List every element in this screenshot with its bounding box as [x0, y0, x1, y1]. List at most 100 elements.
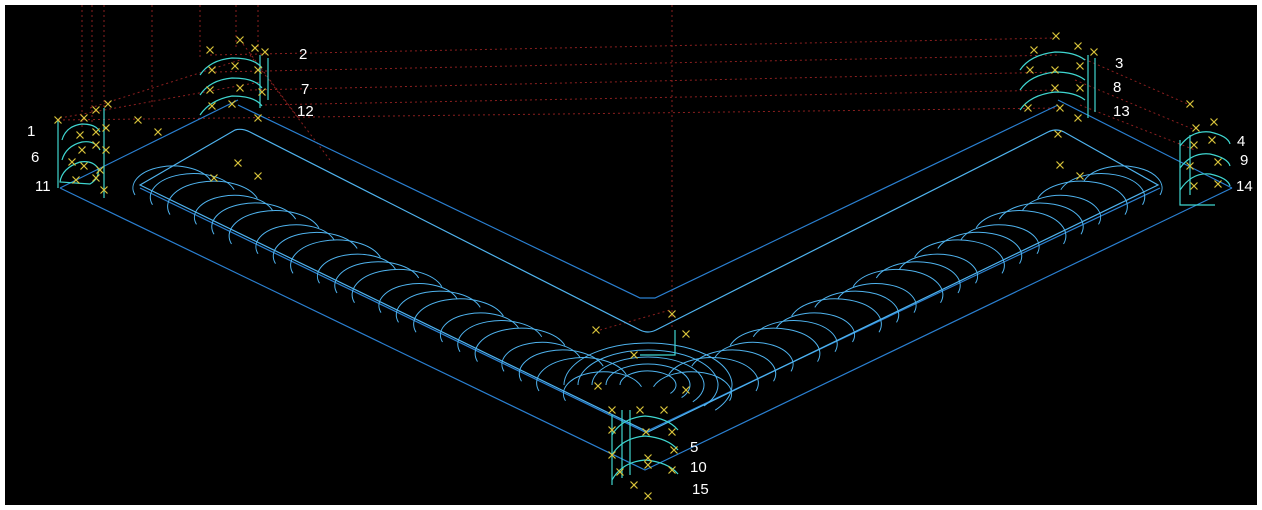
- x-cross-icon: [68, 158, 76, 166]
- toolpath-ring: [668, 357, 759, 392]
- rapid-moves: [57, 5, 1196, 331]
- region-label-1: 1: [27, 123, 35, 140]
- toolpath-ring: [290, 239, 381, 274]
- x-cross-icon: [630, 481, 638, 489]
- x-cross-icon: [608, 426, 616, 434]
- x-cross-icon: [92, 128, 100, 136]
- x-cross-icon: [234, 159, 242, 167]
- x-cross-icon: [1030, 46, 1038, 54]
- toolpath-ring: [395, 290, 481, 323]
- toolpath-ring: [814, 290, 900, 323]
- toolpath-ring: [619, 370, 677, 394]
- x-cross-icon: [100, 186, 108, 194]
- x-cross-icon: [660, 406, 668, 414]
- toolpath-ring: [914, 239, 1005, 274]
- x-cross-icon: [592, 326, 600, 334]
- toolpath-ring: [167, 180, 258, 215]
- x-cross-icon: [261, 48, 269, 56]
- x-cross-icon: [1076, 172, 1084, 180]
- toolpath-ring: [317, 253, 396, 284]
- x-cross-icon: [96, 166, 104, 174]
- toolpath-ring: [228, 210, 320, 245]
- toolpath-scene[interactable]: 1 6 11 2 7 12 3 8 13 4 9 14 5 10 15: [5, 5, 1257, 505]
- region-label-12: 12: [297, 103, 314, 120]
- x-cross-icon: [80, 162, 88, 170]
- toolpath-ring: [518, 349, 604, 382]
- x-cross-icon: [1026, 66, 1034, 74]
- x-cross-icon: [670, 446, 678, 454]
- x-cross-icon: [1186, 162, 1194, 170]
- x-cross-icon: [231, 62, 239, 70]
- toolpath-ring: [975, 210, 1067, 245]
- toolpath-ring: [474, 327, 566, 362]
- cam-3d-viewport[interactable]: 1 6 11 2 7 12 3 8 13 4 9 14 5 10 15: [5, 5, 1257, 505]
- x-cross-icon: [1208, 136, 1216, 144]
- region-label-8: 8: [1113, 79, 1121, 96]
- x-cross-icon: [208, 102, 216, 110]
- toolpath-ring: [960, 224, 1040, 255]
- toolpath-ring: [1060, 173, 1146, 206]
- x-cross-icon: [1076, 84, 1084, 92]
- x-cross-icon: [104, 100, 112, 108]
- toolpath-ring: [852, 268, 944, 304]
- point-markers: [54, 32, 1222, 500]
- x-cross-icon: [92, 141, 100, 149]
- toolpath-ring: [536, 357, 627, 392]
- toolpath-ring: [351, 268, 443, 304]
- toolpath-ring: [255, 224, 335, 255]
- x-cross-icon: [1190, 182, 1198, 190]
- x-cross-icon: [1056, 104, 1064, 112]
- x-cross-icon: [72, 176, 80, 184]
- x-cross-icon: [1024, 104, 1032, 112]
- x-cross-icon: [636, 406, 644, 414]
- toolpath-ring: [714, 341, 794, 372]
- pocket-toolpath-rings: [132, 165, 1163, 411]
- x-cross-icon: [102, 146, 110, 154]
- region-label-5: 5: [690, 439, 698, 456]
- x-cross-icon: [258, 88, 266, 96]
- x-cross-icon: [54, 116, 62, 124]
- toolpath-ring: [413, 298, 504, 333]
- toolpath-ring: [729, 327, 821, 362]
- x-cross-icon: [1192, 124, 1200, 132]
- toolpath-ring: [194, 194, 273, 225]
- toolpath-ring: [875, 261, 961, 294]
- toolpath-ring: [1022, 194, 1101, 225]
- toolpath-ring: [1083, 165, 1163, 196]
- region-label-14: 14: [1236, 178, 1253, 195]
- region-label-7: 7: [301, 81, 309, 98]
- region-labels: 1 6 11 2 7 12 3 8 13 4 9 14 5 10 15: [27, 46, 1253, 498]
- toolpath-ring: [272, 231, 358, 264]
- x-cross-icon: [1210, 118, 1218, 126]
- toolpath-ring: [211, 202, 297, 235]
- x-cross-icon: [1214, 158, 1222, 166]
- scene-background: [5, 5, 1257, 505]
- x-cross-icon: [228, 100, 236, 108]
- x-cross-icon: [254, 114, 262, 122]
- toolpath-ring: [1037, 180, 1128, 215]
- x-cross-icon: [682, 330, 690, 338]
- x-cross-icon: [642, 428, 650, 436]
- x-cross-icon: [668, 466, 676, 474]
- x-cross-icon: [594, 382, 602, 390]
- region-label-15: 15: [692, 481, 709, 498]
- x-cross-icon: [644, 454, 652, 462]
- x-cross-icon: [1052, 32, 1060, 40]
- toolpath-ring: [149, 173, 235, 206]
- x-cross-icon: [80, 114, 88, 122]
- toolpath-ring: [334, 261, 420, 294]
- x-cross-icon: [1074, 42, 1082, 50]
- x-cross-icon: [154, 128, 162, 136]
- toolpath-ring: [378, 283, 458, 313]
- toolpath-ring: [691, 349, 777, 382]
- x-cross-icon: [208, 66, 216, 74]
- toolpath-ring: [501, 341, 581, 372]
- x-cross-icon: [236, 84, 244, 92]
- x-cross-icon: [608, 451, 616, 459]
- x-cross-icon: [608, 406, 616, 414]
- region-label-11: 11: [35, 178, 51, 195]
- x-cross-icon: [210, 174, 218, 182]
- x-cross-icon: [92, 174, 100, 182]
- x-cross-icon: [630, 351, 638, 359]
- toolpath-ring: [998, 202, 1084, 235]
